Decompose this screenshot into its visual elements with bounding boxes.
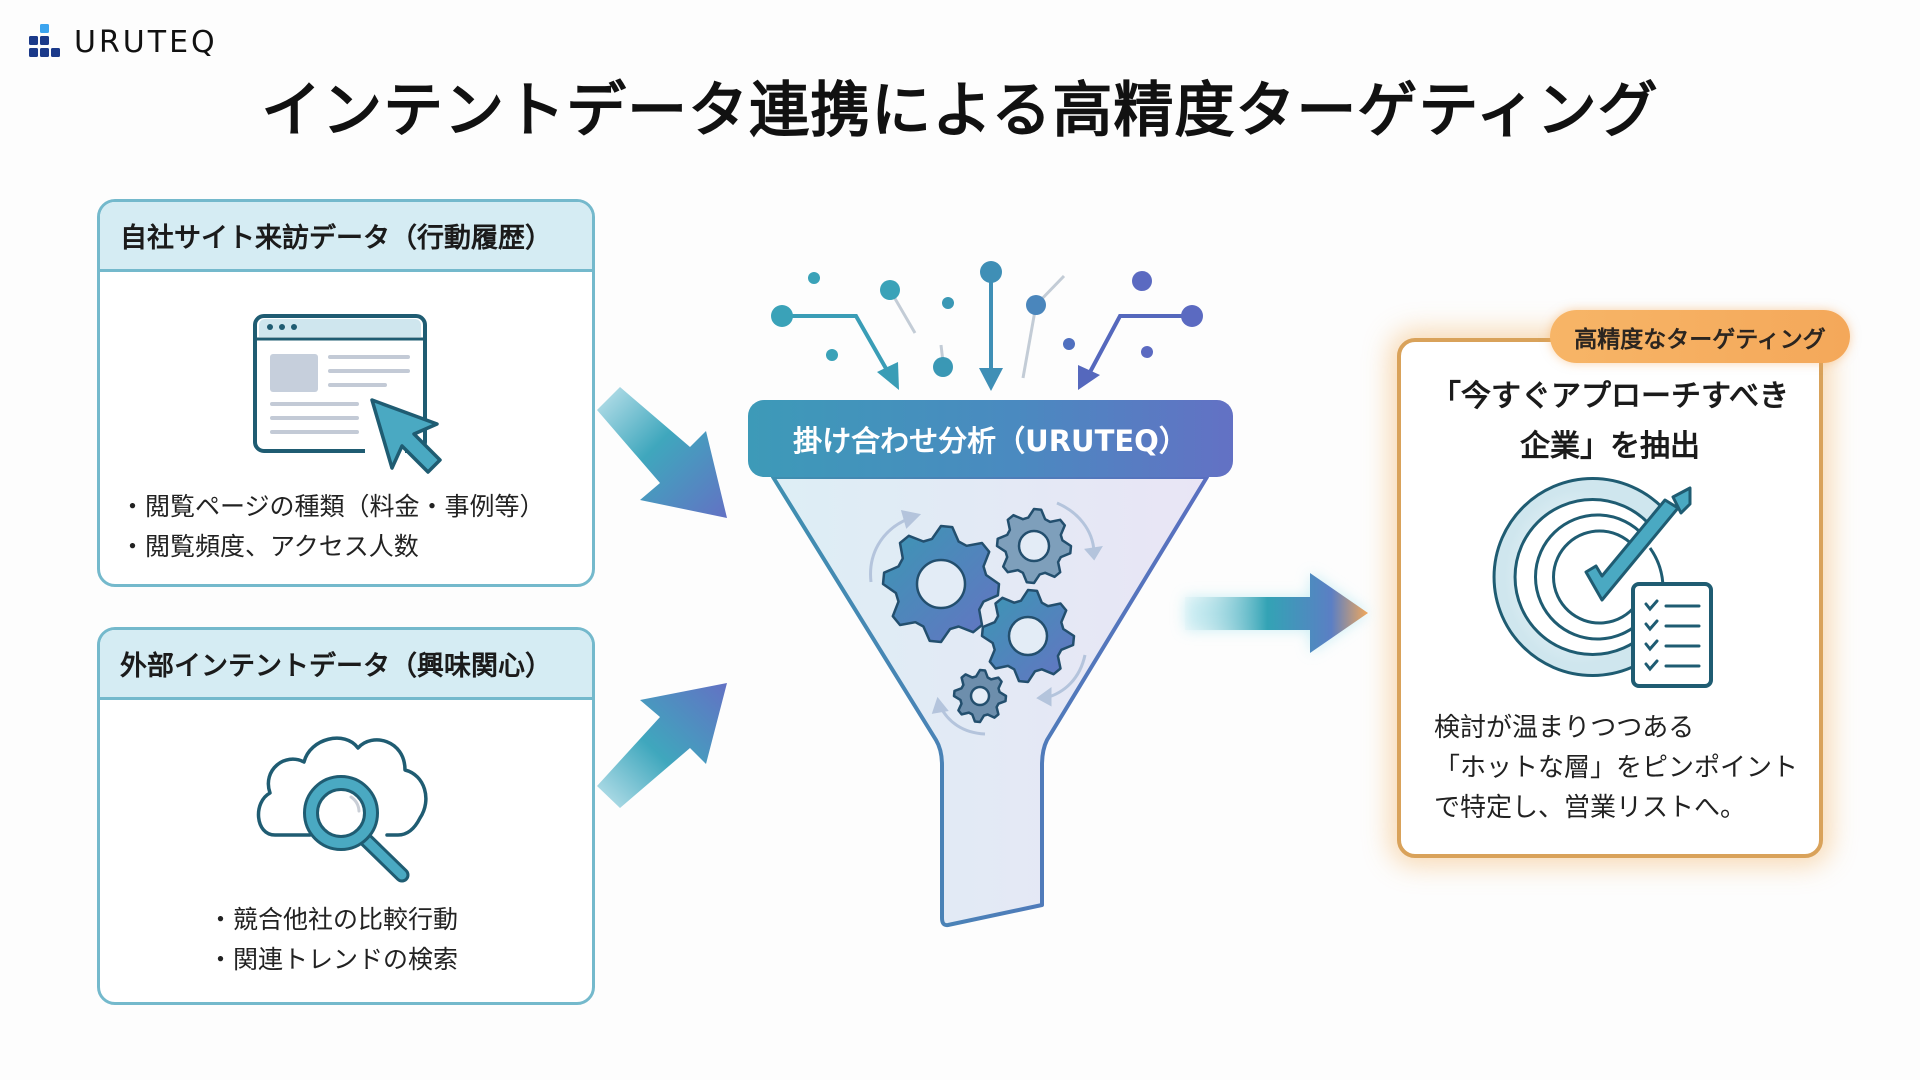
source-box-intent-data: 外部インテントデータ（興味関心） 競合他社の比較行動 関連トレンドの検索 <box>97 627 595 1005</box>
gear-hole <box>969 685 991 707</box>
arrow-funnel-to-result <box>1185 573 1368 653</box>
result-box <box>1397 338 1823 858</box>
result-badge: 高精度なターゲティング <box>1550 310 1850 363</box>
rotation-arrows-icon <box>869 501 1103 736</box>
data-points-icon <box>771 261 1203 391</box>
result-description: 検討が温まりつつある 「ホットな層」をピンポイント で特定し、営業リストへ。 <box>1434 708 1798 828</box>
brand-logo: URUTEQ <box>26 22 218 62</box>
bullet-item: 競合他社の比較行動 <box>208 900 458 940</box>
bullet-item: 閲覧ページの種類（料金・事例等） <box>120 487 545 527</box>
result-desc-line: で特定し、営業リストへ。 <box>1434 793 1747 823</box>
result-desc-line: 検討が温まりつつある <box>1434 713 1695 743</box>
page-title: インテントデータ連携による高精度ターゲティング <box>261 76 1659 146</box>
result-heading-line: 「今すぐアプローチすべき <box>1431 379 1789 414</box>
result-heading-line: 企業」を抽出 <box>1520 429 1700 464</box>
result-desc-line: 「ホットな層」をピンポイント <box>1434 753 1799 783</box>
bullet-item: 関連トレンドの検索 <box>208 940 458 980</box>
source-bullets: 閲覧ページの種類（料金・事例等） 閲覧頻度、アクセス人数 <box>120 487 545 567</box>
blocks-logo-icon <box>29 24 60 57</box>
gear-hole <box>915 558 967 610</box>
arrow-source1-to-funnel <box>597 387 727 518</box>
source-bullets: 競合他社の比較行動 関連トレンドの検索 <box>208 900 458 980</box>
brand-name: URUTEQ <box>74 24 218 60</box>
bullet-item: 閲覧頻度、アクセス人数 <box>120 527 545 567</box>
gear-hole <box>1017 529 1051 563</box>
browser-window-cursor-icon <box>253 314 442 474</box>
funnel-analysis-label: 掛け合わせ分析（URUTEQ） <box>748 400 1233 477</box>
cloud-search-icon <box>256 736 428 883</box>
source-heading: 自社サイト来訪データ（行動履歴） <box>100 202 592 272</box>
result-heading: 「今すぐアプローチすべき 企業」を抽出 <box>1397 372 1823 472</box>
target-checklist-icon <box>1492 477 1713 688</box>
gear-hole <box>1007 615 1049 657</box>
gears-icon <box>881 507 1076 724</box>
source-heading: 外部インテントデータ（興味関心） <box>100 630 592 700</box>
arrow-source2-to-funnel <box>597 683 727 808</box>
